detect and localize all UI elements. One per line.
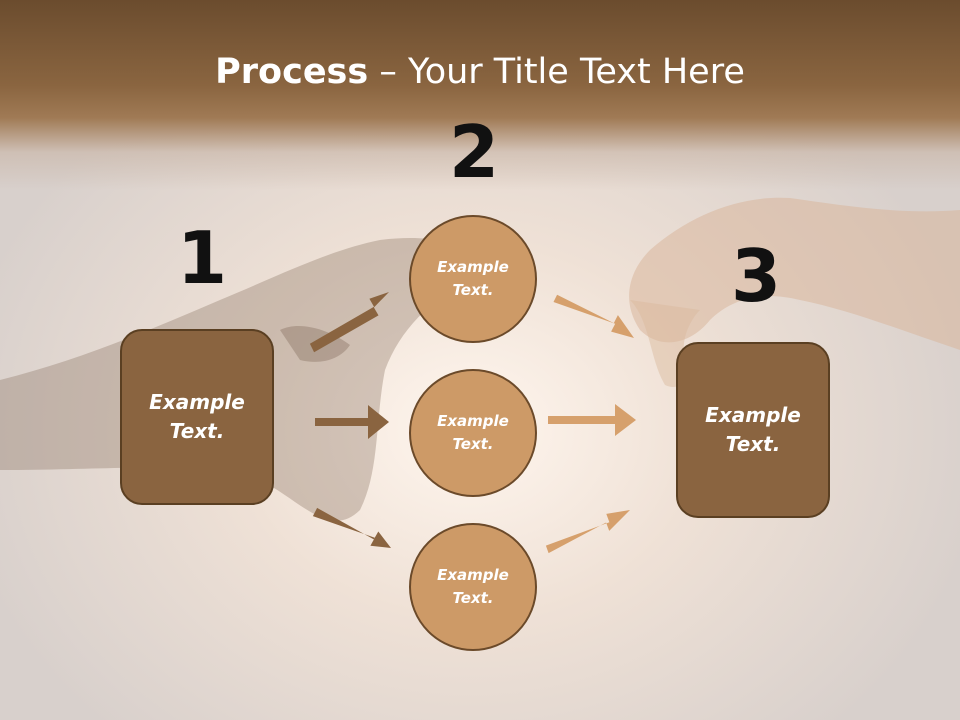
title-bold: Process — [215, 52, 369, 92]
arrow-top-to-3 — [553, 294, 634, 338]
step-number-1: 1 — [177, 216, 228, 300]
circle-middle-label: Example Text. — [437, 412, 509, 453]
circle-bottom-label: Example Text. — [437, 566, 509, 607]
step-number-2: 2 — [449, 110, 500, 194]
step-2-circle-top[interactable]: Example Text. — [409, 215, 537, 343]
arrow-1-to-top — [309, 292, 389, 353]
circle-top-label: Example Text. — [437, 258, 509, 299]
step-3-label: Example Text. — [705, 403, 801, 456]
arrow-1-to-middle — [315, 405, 389, 439]
header-band — [0, 0, 960, 190]
step-2-circle-bottom[interactable]: Example Text. — [409, 523, 537, 651]
title-rest: – Your Title Text Here — [368, 52, 745, 92]
arrow-1-to-bottom — [312, 507, 391, 548]
step-number-3: 3 — [731, 234, 782, 318]
step-2-circle-middle[interactable]: Example Text. — [409, 369, 537, 497]
step-1-label: Example Text. — [149, 390, 245, 443]
arrow-bottom-to-3 — [545, 510, 630, 554]
step-3-box[interactable]: Example Text. — [676, 342, 830, 518]
slide-title: Process – Your Title Text Here — [0, 52, 960, 92]
arrow-middle-to-3 — [548, 404, 636, 436]
step-1-box[interactable]: Example Text. — [120, 329, 274, 505]
